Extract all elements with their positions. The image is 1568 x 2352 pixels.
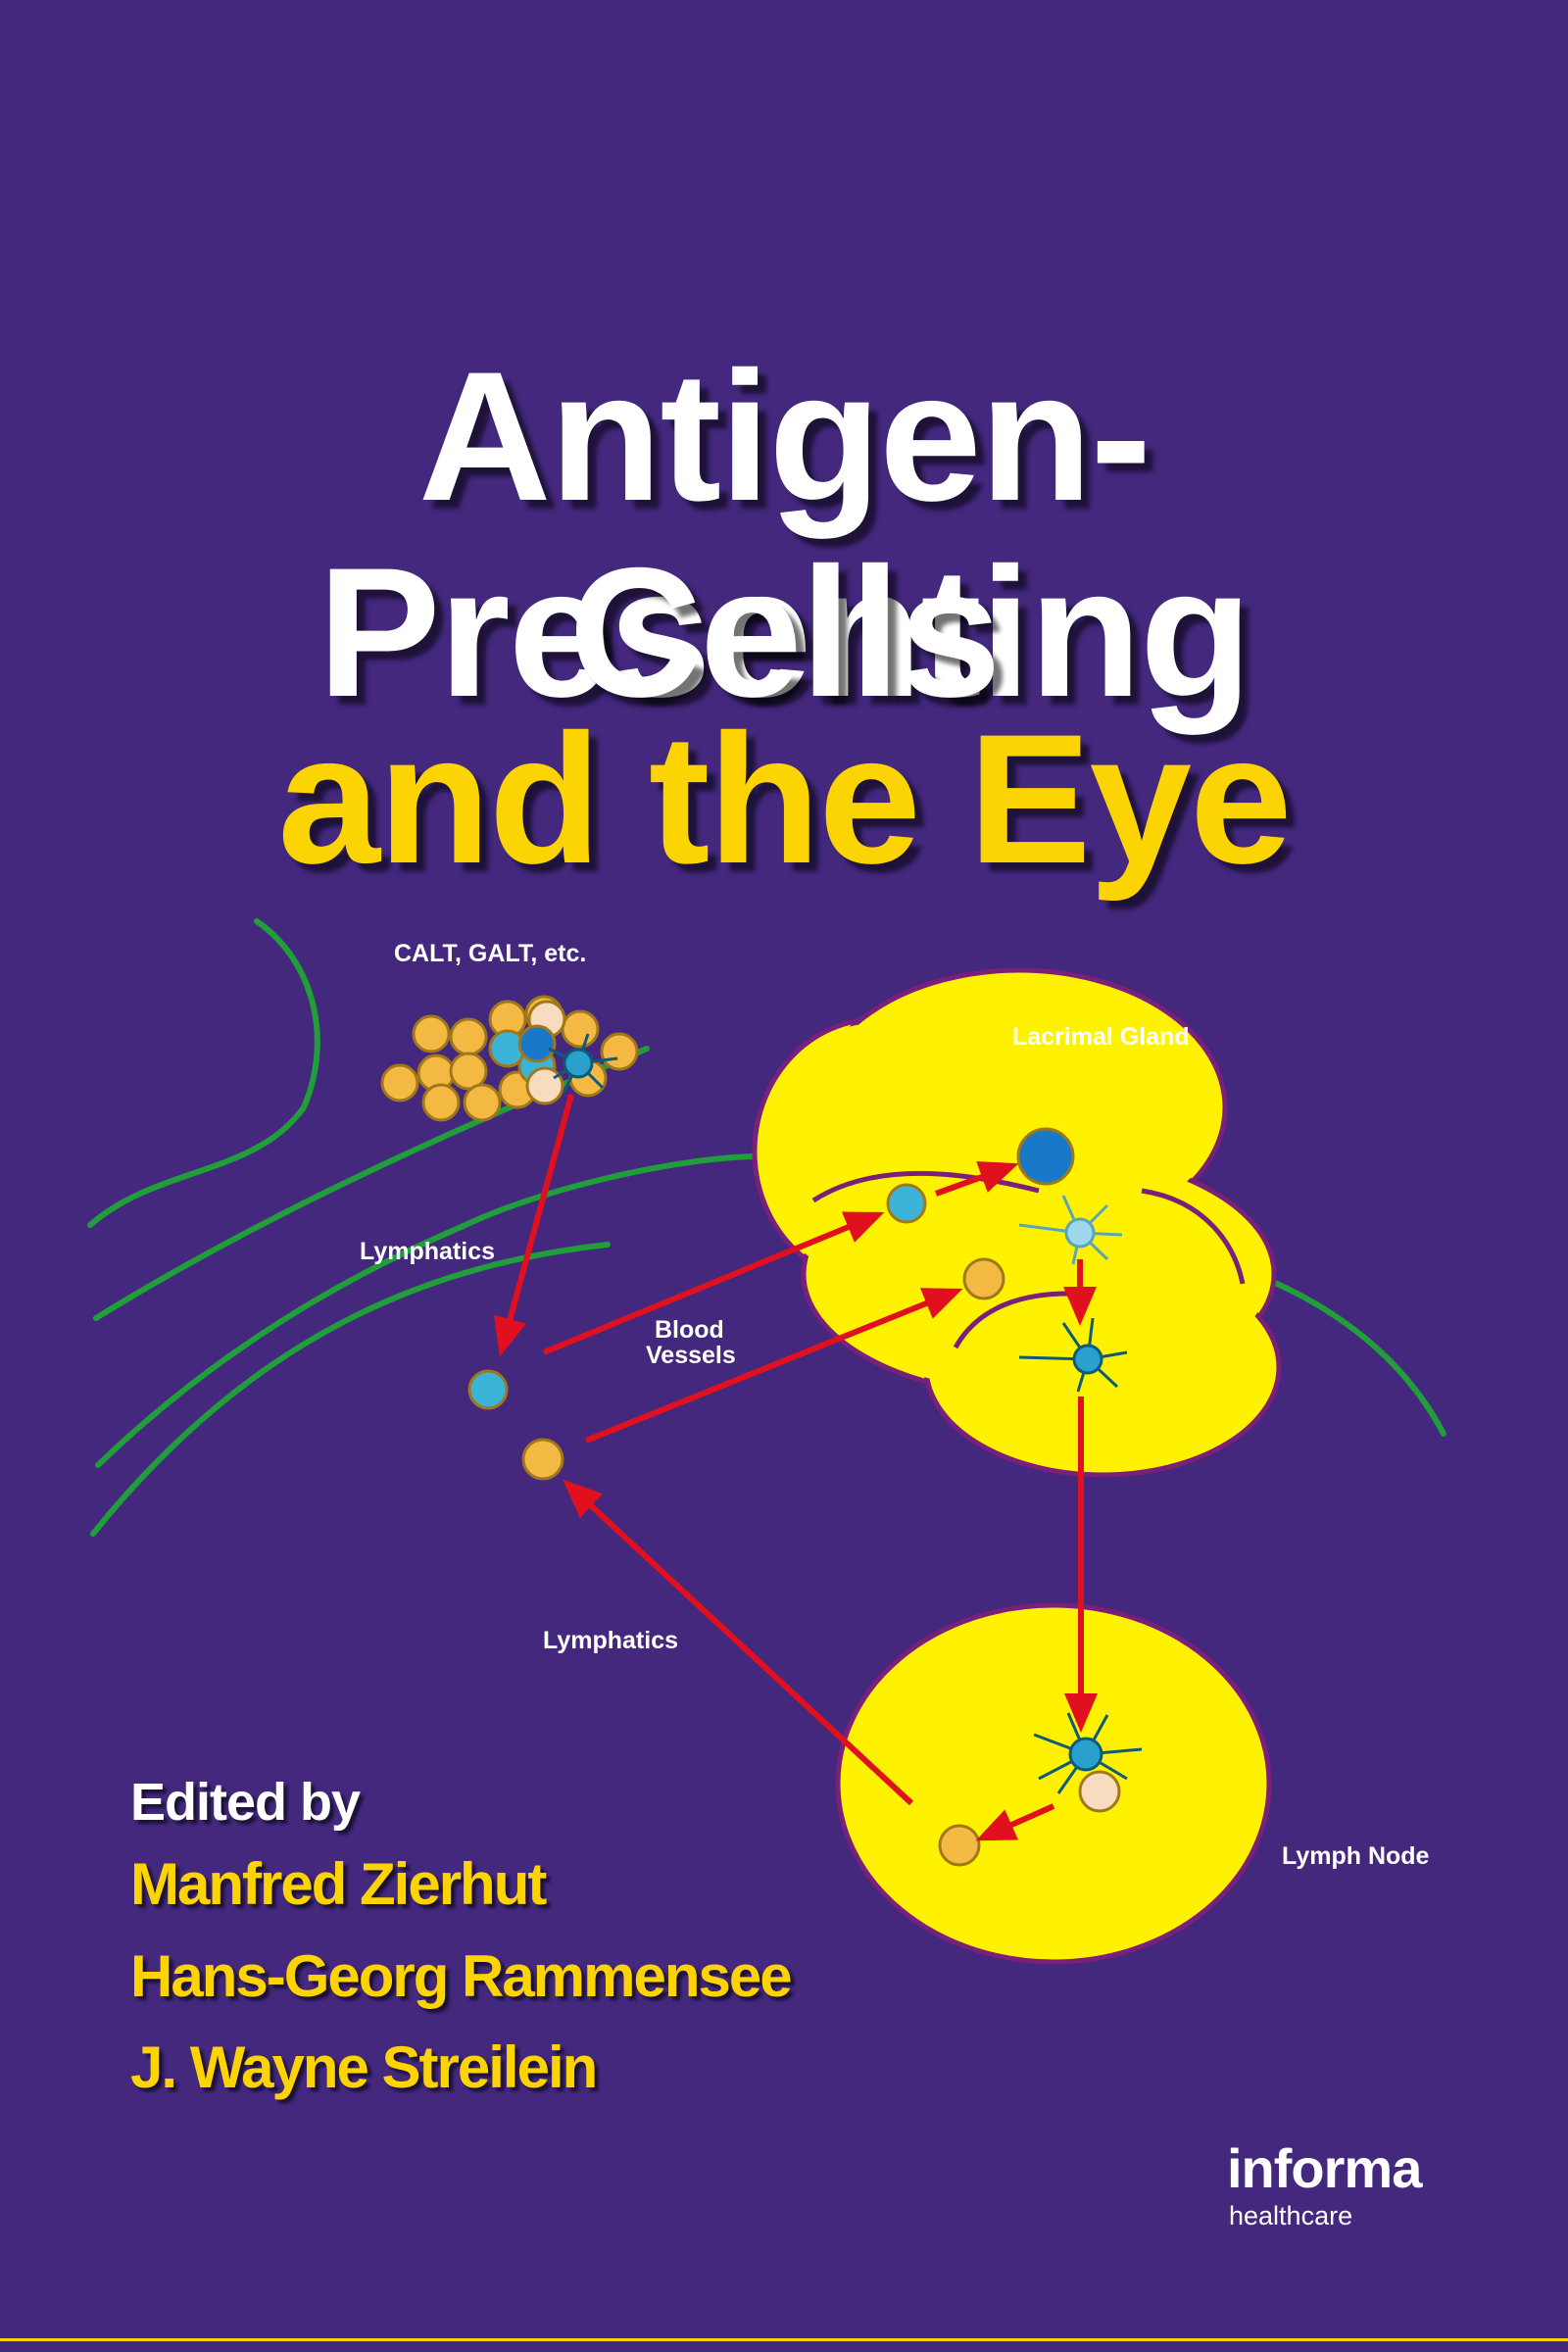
node-dendritic-cell [1033,1712,1143,1794]
label-blood: Blood [655,1316,724,1344]
node-cell-orange [938,1824,981,1867]
blood-cell-orange [521,1438,564,1481]
arrow-node-internal [975,1803,1055,1841]
calt-dendritic-cell [548,1033,618,1094]
editor-name: J. Wayne Streilein [130,2034,598,2100]
bottom-rule [0,2338,1568,2341]
lymph-node [835,1602,1272,1965]
label-vessels: Vessels [646,1342,736,1369]
arrow-vessel-to-gland-orange [584,1288,963,1444]
vessel-curve-2 [95,1153,762,1468]
gland-cell-cyan [886,1183,927,1224]
arrow-vessel-to-gland-cyan [542,1211,885,1355]
gland-cell-blue [1016,1127,1075,1186]
editor-name: Manfred Zierhut [130,1851,547,1917]
pathway-arrows [494,1094,1098,1841]
publisher-logo-sub: healthcare [1229,2201,1353,2230]
label-lymphatics-top: Lymphatics [360,1238,495,1265]
edited-by-label: Edited by [130,1773,361,1832]
lacrimal-gland-fill [759,974,1275,1471]
blood-cell-cyan [467,1369,509,1410]
vessel-curve-top [87,918,320,1228]
gland-cell-orange [962,1257,1005,1300]
label-calt: CALT, GALT, etc. [394,940,586,967]
arrow-calt-to-vessel [494,1094,574,1357]
arrow-cyan-to-blue [934,1160,1019,1197]
title-line-3: and the Eye [277,696,1292,902]
title-line-1: Antigen-Presenting [318,333,1252,735]
label-lacrimal-gland: Lacrimal Gland [1012,1023,1190,1051]
publisher-logo-name: informa [1227,2137,1422,2199]
label-lymphatics-bottom: Lymphatics [543,1627,678,1654]
vessel-curve-3 [90,1242,611,1537]
label-lymph-node: Lymph Node [1282,1842,1430,1870]
gland-dendritic-cell-light [1018,1195,1123,1265]
editor-name: Hans-Georg Rammensee [130,1943,793,2009]
gland-dendritic-cell-dark [1018,1317,1128,1393]
arrow-node-to-vessel [563,1479,914,1806]
node-cell-peach [1078,1770,1121,1813]
title-line-2: Cells [568,529,1001,735]
calt-cell-cluster [380,995,639,1122]
vessel-curve-right [1251,1271,1446,1437]
